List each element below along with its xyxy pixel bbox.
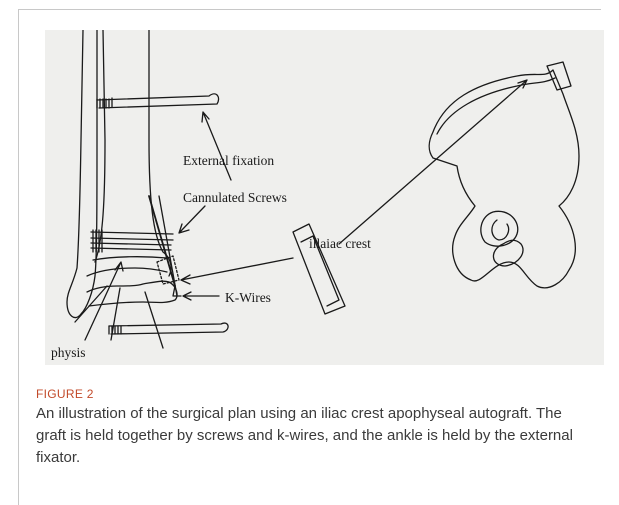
label-iliac-crest: illaiac crest: [309, 236, 371, 251]
label-cannulated-screws: Cannulated Screws: [183, 190, 287, 205]
label-k-wires: K-Wires: [225, 290, 271, 305]
label-external-fixation: External fixation: [183, 153, 274, 168]
figure-label: FIGURE 2: [36, 387, 94, 401]
surgical-illustration: External fixation Cannulated Screws illa…: [45, 30, 604, 365]
figure-caption: An illustration of the surgical plan usi…: [36, 403, 596, 469]
frame-left-border: [18, 9, 19, 505]
label-physis: physis: [51, 345, 86, 360]
frame-top-border: [18, 9, 601, 10]
